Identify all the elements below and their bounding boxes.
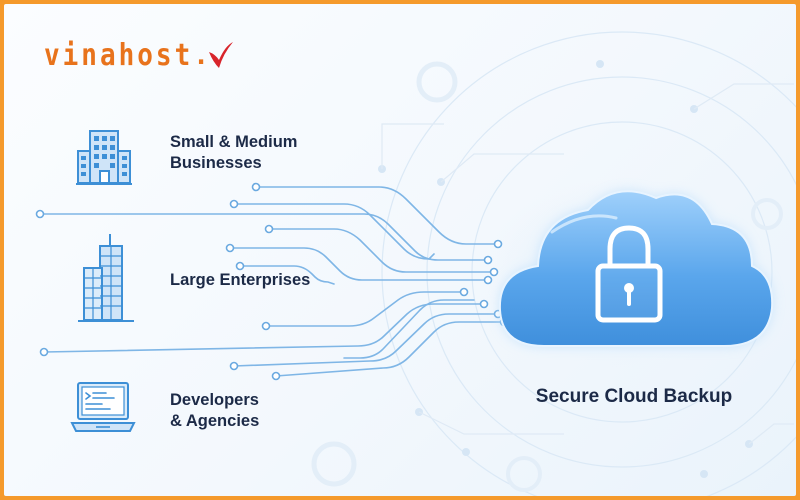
connector-lines	[39, 186, 505, 377]
cloud-label: Secure Cloud Backup	[535, 386, 733, 407]
segment-label-developers: Developers & Agencies	[170, 391, 260, 430]
brand-suffix: .	[193, 41, 209, 71]
background-rings	[311, 31, 796, 496]
connector-nodes	[35, 182, 509, 381]
cloud-shape	[498, 190, 774, 347]
canvas: vinahost .	[4, 4, 796, 496]
building-icon	[76, 130, 132, 185]
background-traces	[381, 83, 794, 445]
laptop-icon	[70, 382, 136, 432]
brand-name: vinahost	[44, 38, 194, 74]
checkmark-icon	[208, 42, 233, 68]
lock-icon	[595, 225, 663, 323]
segment-label-enterprise: Large Enterprises	[170, 271, 311, 289]
segment-label-smb: Small & Medium Businesses	[170, 133, 298, 172]
skyscraper-icon	[78, 234, 134, 322]
brand-logo: vinahost .	[44, 36, 235, 76]
diagram-svg	[35, 31, 796, 496]
